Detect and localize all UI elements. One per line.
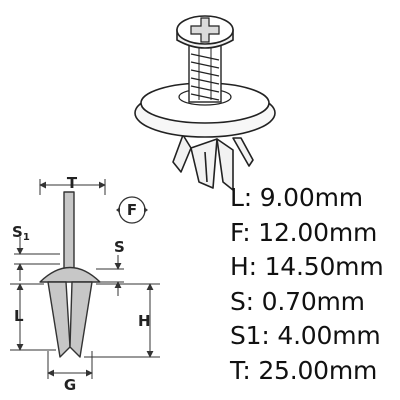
- spec-unit: mm: [328, 217, 378, 247]
- dimension-drawing: T S1 S L H G F: [10, 174, 160, 394]
- spec-line: F: 12.00mm: [230, 216, 400, 251]
- phillips-cross-icon: [190, 17, 220, 43]
- spec-value: 25.00: [258, 355, 329, 385]
- spec-list: L: 9.00mm F: 12.00mm H: 14.50mm S: 0.70m…: [230, 181, 400, 388]
- spec-key: S: [230, 286, 246, 316]
- spec-separator: :: [261, 321, 278, 350]
- spec-key: F: [230, 217, 243, 247]
- spec-key: H: [230, 252, 249, 281]
- label-s1-main: S: [12, 223, 23, 241]
- spec-separator: :: [243, 183, 260, 212]
- label-s: S: [114, 238, 125, 256]
- spec-separator: :: [242, 217, 259, 247]
- spec-value: 12.00: [258, 217, 329, 247]
- section-part: [39, 191, 101, 358]
- label-g: G: [64, 376, 76, 394]
- spec-key: S1: [230, 321, 262, 350]
- spec-line: T: 25.00mm: [230, 354, 400, 389]
- spec-unit: mm: [316, 286, 366, 316]
- spec-unit: mm: [332, 321, 381, 350]
- label-t: T: [67, 174, 78, 192]
- spec-separator: :: [245, 286, 262, 316]
- label-s1-sub: 1: [23, 232, 30, 243]
- spec-key: T: [230, 355, 243, 385]
- dimension-labels: T S1 S L H G: [12, 174, 151, 394]
- spec-line: S: 0.70mm: [230, 285, 400, 320]
- spec-unit: mm: [314, 183, 364, 212]
- iso-screw-head: [176, 15, 234, 49]
- right-leg: [69, 281, 93, 358]
- rivet-clip-illustration: [134, 15, 276, 191]
- spec-line: H: 14.50mm: [230, 250, 400, 285]
- spec-separator: :: [248, 252, 265, 281]
- rivet-head: [39, 266, 101, 283]
- spec-value: 4.00: [277, 321, 333, 350]
- spec-unit: mm: [335, 252, 384, 281]
- label-h: H: [138, 312, 151, 330]
- spec-separator: :: [242, 355, 259, 385]
- spec-line: L: 9.00mm: [230, 181, 400, 216]
- dimension-lines: [10, 179, 160, 379]
- spec-line: S1: 4.00mm: [230, 319, 400, 354]
- spec-value: 14.50: [264, 252, 336, 281]
- left-leg: [47, 281, 71, 358]
- pin-shaft: [63, 191, 75, 281]
- iso-flange: [134, 82, 276, 138]
- label-s1: S1: [12, 223, 30, 243]
- label-f: F: [127, 201, 137, 219]
- spec-unit: mm: [328, 355, 378, 385]
- spec-key: L: [230, 183, 244, 212]
- f-callout-icon: F: [116, 196, 148, 224]
- label-l: L: [14, 307, 24, 325]
- spec-value: 9.00: [259, 183, 315, 212]
- iso-threaded-pin: [188, 43, 222, 103]
- iso-legs: [172, 134, 254, 191]
- spec-value: 0.70: [261, 286, 317, 316]
